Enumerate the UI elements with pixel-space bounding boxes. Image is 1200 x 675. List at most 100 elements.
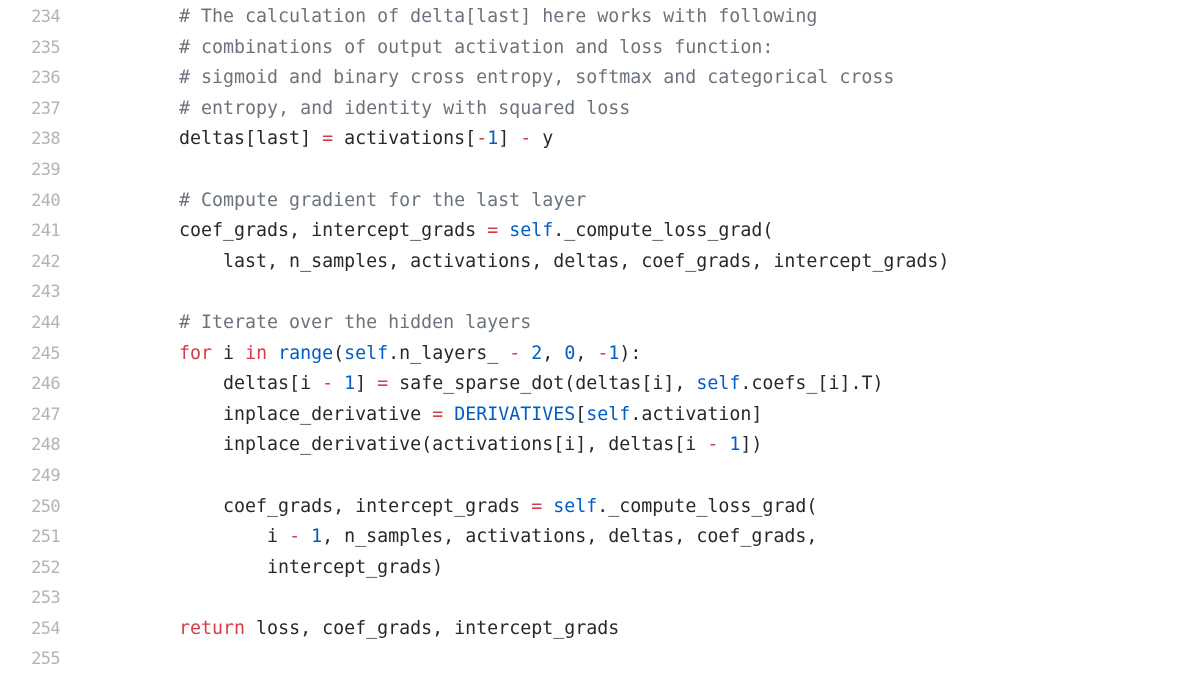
code-token xyxy=(542,496,553,517)
code-line: 250 coef_grads, intercept_grads = self._… xyxy=(0,492,1200,523)
code-token: inplace_derivative(activations[i], delta… xyxy=(179,434,708,456)
code-token: coef_grads, intercept_grads xyxy=(179,495,532,517)
code-token: deltas[last] xyxy=(179,128,323,150)
line-number[interactable]: 236 xyxy=(31,68,61,89)
code-token: = xyxy=(322,128,334,150)
line-number[interactable]: 248 xyxy=(31,435,61,456)
code-token: i xyxy=(179,526,290,548)
code-token: .n_layers_ xyxy=(388,342,510,364)
code-token: return xyxy=(179,617,246,639)
code-token: last, n_samples, activations, deltas, co… xyxy=(179,250,950,272)
code-text: for i in range(self.n_layers_ - 2, 0, -1… xyxy=(179,339,641,370)
code-line: 244 # Iterate over the hidden layers xyxy=(0,308,1200,339)
line-number[interactable]: 255 xyxy=(31,649,61,670)
line-number[interactable]: 239 xyxy=(31,159,61,180)
code-text: # entropy, and identity with squared los… xyxy=(179,94,630,125)
code-text: coef_grads, intercept_grads = self._comp… xyxy=(179,216,773,247)
code-token: ._compute_loss_grad( xyxy=(597,495,818,517)
code-token: in xyxy=(245,342,268,364)
code-token: [ xyxy=(575,403,587,425)
code-line: 238 deltas[last] = activations[-1] - y xyxy=(0,124,1200,155)
line-number[interactable]: 243 xyxy=(31,282,61,303)
code-token: ] xyxy=(498,128,521,150)
code-line: 255 xyxy=(0,644,1200,675)
code-text: last, n_samples, activations, deltas, co… xyxy=(179,247,949,278)
code-token: coef_grads, intercept_grads xyxy=(179,220,488,242)
code-token xyxy=(300,526,311,547)
code-token: 1 xyxy=(344,373,356,395)
code-line: 249 xyxy=(0,461,1200,492)
line-number[interactable]: 247 xyxy=(31,404,61,425)
code-line: 236 # sigmoid and binary cross entropy, s… xyxy=(0,63,1200,94)
code-token: # The calculation of delta[last] here wo… xyxy=(179,6,818,27)
line-number[interactable]: 235 xyxy=(31,37,61,58)
line-number[interactable]: 246 xyxy=(31,374,61,395)
code-token: range xyxy=(278,342,334,364)
code-token: - xyxy=(476,128,488,150)
code-token: # entropy, and identity with squared los… xyxy=(179,97,631,119)
code-token: # sigmoid and binary cross entropy, soft… xyxy=(179,67,895,89)
code-token xyxy=(498,220,509,241)
code-token: , n_samples, activations, deltas, coef_g… xyxy=(322,526,818,548)
line-number[interactable]: 244 xyxy=(31,312,61,333)
code-token: y xyxy=(531,128,554,150)
code-token xyxy=(267,343,278,364)
code-line: 252 intercept_grads) xyxy=(0,553,1200,584)
code-token: ]) xyxy=(740,434,763,456)
code-token: for xyxy=(179,342,213,364)
line-number[interactable]: 249 xyxy=(31,465,61,486)
code-line: 237 # entropy, and identity with squared … xyxy=(0,94,1200,125)
code-line: 253 xyxy=(0,583,1200,614)
code-token: ._compute_loss_grad( xyxy=(553,220,774,242)
line-number[interactable]: 254 xyxy=(31,618,61,639)
code-line: 248 inplace_derivative(activations[i], d… xyxy=(0,430,1200,461)
code-token: - xyxy=(520,128,532,150)
code-token: safe_sparse_dot(deltas[i], xyxy=(388,373,697,395)
code-token: 1 xyxy=(608,342,620,364)
line-number[interactable]: 250 xyxy=(31,496,61,517)
code-token: ] xyxy=(355,373,378,395)
code-token: 1 xyxy=(311,526,323,548)
line-number[interactable]: 245 xyxy=(31,343,61,364)
code-token: ): xyxy=(619,342,642,364)
code-token: # Iterate over the hidden layers xyxy=(179,311,532,333)
line-number[interactable]: 253 xyxy=(31,588,61,609)
code-text: # Compute gradient for the last layer xyxy=(179,186,586,217)
code-line: 247 inplace_derivative = DERIVATIVES[sel… xyxy=(0,400,1200,431)
code-token: , xyxy=(575,342,598,364)
code-token: 2 xyxy=(531,342,543,364)
code-line: 251 i - 1, n_samples, activations, delta… xyxy=(0,522,1200,553)
code-token: # combinations of output activation and … xyxy=(179,36,774,58)
code-token: , xyxy=(542,342,565,364)
code-token xyxy=(718,434,729,455)
code-token: i xyxy=(212,342,246,364)
line-number[interactable]: 252 xyxy=(31,557,61,578)
code-token: - xyxy=(289,526,301,548)
code-line: 234 # The calculation of delta[last] here… xyxy=(0,2,1200,33)
line-number[interactable]: 241 xyxy=(31,221,61,242)
code-token xyxy=(333,373,344,394)
line-number[interactable]: 251 xyxy=(31,527,61,548)
line-number[interactable]: 242 xyxy=(31,251,61,272)
code-token: self xyxy=(586,403,631,425)
code-text: inplace_derivative = DERIVATIVES[self.ac… xyxy=(179,400,762,431)
code-token: .activation] xyxy=(630,403,763,425)
code-token: 1 xyxy=(729,434,741,456)
line-number[interactable]: 234 xyxy=(31,7,61,27)
line-number[interactable]: 238 xyxy=(31,129,61,150)
code-text: # sigmoid and binary cross entropy, soft… xyxy=(179,63,894,94)
line-number[interactable]: 237 xyxy=(31,98,61,119)
code-line: 235 # combinations of output activation a… xyxy=(0,33,1200,64)
code-token: .coefs_[i].T) xyxy=(740,373,884,395)
code-text: deltas[last] = activations[-1] - y xyxy=(179,124,553,155)
code-token: loss, coef_grads, intercept_grads xyxy=(245,617,620,639)
code-text: return loss, coef_grads, intercept_grads xyxy=(179,614,619,645)
code-token: ( xyxy=(333,342,345,364)
code-line: 242 last, n_samples, activations, deltas… xyxy=(0,247,1200,278)
line-number[interactable]: 240 xyxy=(31,190,61,211)
code-token: = xyxy=(432,403,444,425)
code-line: 240 # Compute gradient for the last layer xyxy=(0,186,1200,217)
code-token: - xyxy=(509,342,521,364)
